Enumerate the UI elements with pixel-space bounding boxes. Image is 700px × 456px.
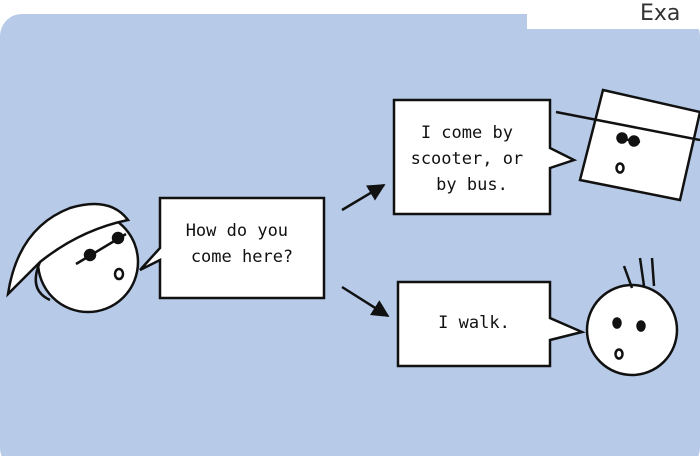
- svg-text:How do you come here?: How do you come here?: [186, 221, 299, 267]
- question-line-1: How do you: [186, 221, 288, 241]
- cap-boy-icon: [6, 202, 140, 314]
- arrow-to-answer-1: [341, 183, 386, 212]
- question-line-2: come here?: [191, 247, 293, 267]
- svg-text:I walk.: I walk.: [438, 313, 510, 333]
- answer-bubble-scooter: I come by scooter, or by bus.: [392, 98, 578, 216]
- question-bubble: How do you come here?: [139, 196, 326, 300]
- spiky-hair-icon: [585, 257, 679, 377]
- answer-1-line-3: by bus.: [436, 175, 508, 195]
- square-head-icon: [555, 88, 700, 202]
- corner-tab: Exa: [527, 0, 700, 29]
- answer-bubble-walk: I walk.: [396, 280, 586, 368]
- answer-2-line-1: I walk.: [438, 313, 510, 333]
- corner-label: Exa: [640, 1, 680, 26]
- answer-1-line-1: I come by: [421, 123, 513, 143]
- arrow-to-answer-2: [341, 285, 390, 318]
- answer-1-line-2: scooter, or: [411, 149, 524, 169]
- svg-text:I come by scooter, or: I come by scooter, or by bus.: [411, 123, 534, 195]
